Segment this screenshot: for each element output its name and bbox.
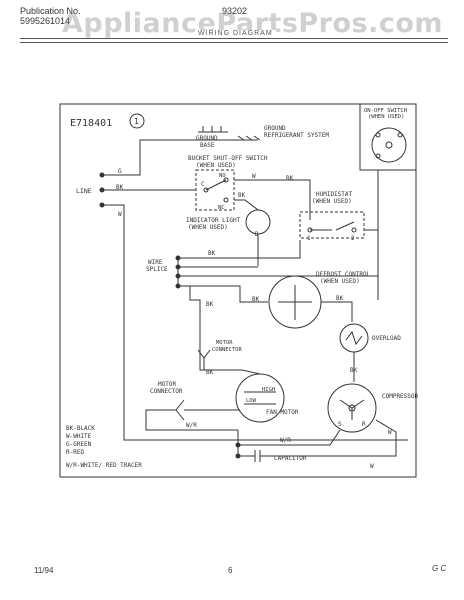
terminal-d: D [255,231,259,238]
label-ground-base-2: BASE [200,142,215,149]
legend-3: G-GREEN [66,441,92,448]
label-defrost-1: DEFROST CONTROL [316,271,371,278]
title-rule [20,38,448,43]
label-overload: OVERLOAD [372,335,401,342]
label-defrost-2: (WHEN USED) [320,278,360,285]
terminal-s: S [338,421,342,428]
label-compressor: COMPRESSOR [382,393,419,400]
terminal-2: 2 [351,235,355,242]
footer-date: 11/94 [34,566,54,575]
terminal-bk-splice: BK [208,250,216,257]
terminal-wr-motor: W/R [186,422,197,429]
part-number: E718401 [70,118,112,129]
label-capacitor: CAPACITOR [274,455,307,462]
diagram-title: WIRING DIAGRAM [195,30,276,37]
motor-connector-top-symbol [197,349,211,370]
terminal-bk-switch: BK [238,192,246,199]
terminal-wr-comp: W/R [280,437,291,444]
label-motor-connector-top-1: MOTOR [216,340,233,346]
label-motor-connector-2: CONNECTOR [150,388,183,395]
circle-number: 1 [134,117,139,126]
terminal-bk-left: BK [206,301,214,308]
ground-refrig-symbol [235,135,261,141]
label-ground-refrig-1: GROUND [264,125,286,132]
terminal-bk-overload: BK [350,367,358,374]
label-line: LINE [76,187,92,195]
publication-label: Publication No. [20,6,81,16]
footer-handwriting: G C [432,564,447,573]
label-indicator-1: INDICATOR LIGHT [186,217,241,224]
terminal-w-line: W [118,211,122,218]
legend-1: BK-BLACK [66,425,95,432]
terminal-c: C [201,181,205,188]
terminal-bk-humid: BK [286,175,294,182]
humidistat-box [299,211,365,239]
terminal-bk-defrost-r: BK [336,295,344,302]
terminal-1: 1 [307,235,311,242]
terminal-w-cap: W [370,463,374,470]
label-bucket-switch-1: BUCKET SHUT-OFF SWITCH [188,155,268,162]
label-ground-base-1: GROUND [196,135,218,142]
ground-base-symbol [198,126,228,133]
label-bucket-switch-2: (WHEN USED) [196,162,236,169]
label-fan-motor: FAN MOTOR [266,409,299,416]
compressor [327,383,377,433]
terminal-bk-motor: BK [206,369,214,376]
terminal-r: R [362,421,366,428]
legend-2: W-WHITE [66,433,92,440]
legend-5: W/R-WHITE/ RED TRACER [66,462,142,469]
label-on-off-2: (WHEN USED) [368,114,404,120]
bucket-switch-box [195,169,235,211]
terminal-w-switch: W [252,173,256,180]
terminal-nc: NC [218,205,225,211]
label-indicator-2: (WHEN USED) [188,224,228,231]
terminal-no: NO [219,173,226,179]
label-motor-connector-top-2: CONNECTOR [212,347,242,353]
on-off-switch-box [359,103,417,171]
label-motor-connector-1: MOTOR [158,381,176,388]
model-number: 93202 [222,6,248,16]
label-humidistat-1: HUMIDISTAT [316,191,353,198]
terminal-bk-defrost-l: BK [252,296,260,303]
label-wire-splice-1: WIRE [148,259,163,266]
label-humidistat-2: (WHEN USED) [312,198,352,205]
motor-connector-symbol [175,399,240,421]
label-high: HIGH [262,387,275,393]
terminal-w-comp: W [388,429,392,436]
terminal-g: G [118,168,122,175]
circle-badge [129,113,145,129]
label-low: LOW [246,398,257,404]
label-ground-refrig-2: REFRIGERANT SYSTEM [264,132,329,139]
terminal-bk-line: BK [116,184,124,191]
footer-page: 6 [228,566,233,575]
label-wire-splice-2: SPLICE [146,266,168,273]
on-off-switch-dial [371,127,407,163]
legend-4: R-RED [66,449,84,456]
publication-number: 5995261014 [20,16,71,26]
diagram-frame [59,103,417,478]
label-on-off-1: ON-OFF SWITCH [364,108,407,114]
